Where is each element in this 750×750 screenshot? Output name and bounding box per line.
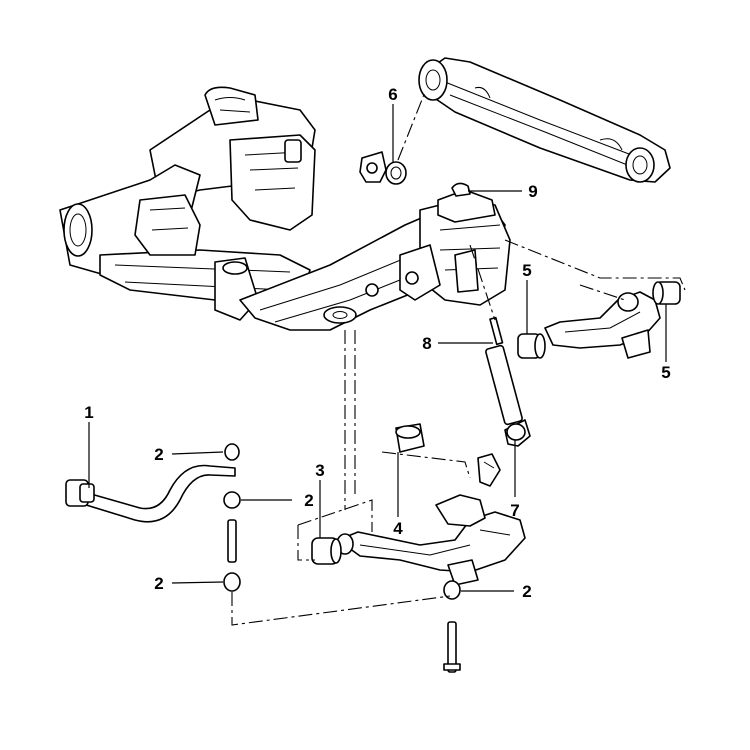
ball-joint-2d <box>443 580 461 600</box>
bushing-6 <box>359 151 407 185</box>
shock-absorber <box>485 316 531 447</box>
leader-2a <box>171 451 224 455</box>
callout-2a: 2 <box>154 445 163 464</box>
callout-6: 6 <box>388 85 397 104</box>
bushing-4 <box>395 423 425 453</box>
stabilizer-bar <box>65 464 236 523</box>
callout-4: 4 <box>393 519 403 538</box>
dash-line-3 <box>297 499 373 532</box>
dash-line-2 <box>231 592 451 626</box>
dash-line-8 <box>469 244 496 321</box>
callout-5b: 5 <box>661 363 670 382</box>
bushing-3 <box>311 537 342 565</box>
callout-5a: 5 <box>522 261 531 280</box>
callout-3: 3 <box>315 461 324 480</box>
subframe <box>59 86 511 331</box>
cross-member-bar <box>418 57 671 183</box>
link-bushing-2c <box>223 572 241 592</box>
dash-line-5b <box>579 284 626 301</box>
link-bushing-2b <box>223 491 241 509</box>
callout-2c: 2 <box>154 574 163 593</box>
bushing-5-left <box>517 333 546 359</box>
callout-1: 1 <box>84 403 93 422</box>
dash-line-5 <box>504 239 686 291</box>
callout-7: 7 <box>510 501 519 520</box>
callout-9: 9 <box>528 182 537 201</box>
leader-2c <box>171 581 224 584</box>
callout-2b: 2 <box>304 491 313 510</box>
callout-8: 8 <box>422 334 431 353</box>
link-rod <box>227 519 237 563</box>
lower-control-arm <box>336 494 526 586</box>
link-bushing-2a <box>224 443 240 461</box>
bushing-5-right <box>652 281 681 305</box>
clip-9 <box>451 182 471 197</box>
dash-line-4 <box>381 451 471 479</box>
callout-2d: 2 <box>522 582 531 601</box>
dash-line-6 <box>397 91 426 161</box>
upper-control-arm <box>544 291 661 359</box>
dash-line-3-left <box>297 525 315 561</box>
bracket-7 <box>477 453 501 487</box>
bolt <box>443 621 461 673</box>
